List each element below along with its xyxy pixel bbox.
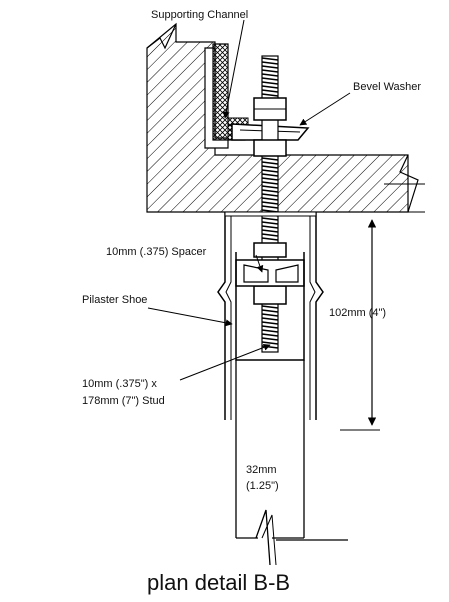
stud-thread bbox=[261, 217, 279, 221]
stud-thread bbox=[261, 205, 279, 209]
stud-thread bbox=[261, 177, 279, 181]
stud-thread bbox=[261, 57, 279, 61]
stud-thread bbox=[261, 165, 279, 169]
stud-thread bbox=[261, 93, 279, 97]
label-pilaster-shoe: Pilaster Shoe bbox=[82, 294, 147, 306]
lower-nut bbox=[253, 139, 287, 157]
label-height-dimension: 102mm (4") bbox=[329, 307, 386, 319]
stud-thread bbox=[261, 61, 279, 65]
stud-thread bbox=[261, 225, 279, 229]
stud-thread bbox=[261, 329, 279, 333]
upper-nut bbox=[253, 97, 287, 121]
bottom-nut bbox=[253, 242, 287, 305]
stud-thread bbox=[261, 341, 279, 345]
stud-thread bbox=[261, 181, 279, 185]
stud-thread bbox=[261, 73, 279, 77]
label-bevel-washer: Bevel Washer bbox=[353, 81, 421, 93]
stud-thread bbox=[261, 157, 279, 161]
stud-thread bbox=[261, 65, 279, 69]
label-width-line2: (1.25") bbox=[246, 480, 279, 492]
stud-thread bbox=[261, 89, 279, 93]
stud-thread bbox=[261, 221, 279, 225]
height-dimension bbox=[340, 211, 425, 431]
pilaster-shoe bbox=[217, 211, 324, 420]
stud-thread bbox=[261, 233, 279, 237]
stud-thread bbox=[261, 193, 279, 197]
stud-thread bbox=[261, 325, 279, 329]
stud-thread bbox=[261, 161, 279, 165]
label-supporting-channel: Supporting Channel bbox=[151, 9, 248, 21]
stud-thread bbox=[261, 305, 279, 309]
stud-thread bbox=[261, 333, 279, 337]
stud-thread bbox=[261, 237, 279, 241]
stud-thread bbox=[261, 173, 279, 177]
label-spacer: 10mm (.375) Spacer bbox=[106, 246, 207, 258]
label-stud-line2: 178mm (7") Stud bbox=[82, 395, 165, 407]
stud-thread bbox=[261, 313, 279, 317]
spacer bbox=[235, 259, 305, 287]
stud-thread bbox=[261, 321, 279, 325]
leader-lines bbox=[147, 19, 351, 381]
stud-thread bbox=[261, 69, 279, 73]
stud-thread bbox=[261, 85, 279, 89]
stud-thread bbox=[261, 337, 279, 341]
stud-thread bbox=[261, 189, 279, 193]
stud-thread bbox=[261, 169, 279, 173]
pilaster-body bbox=[235, 360, 348, 566]
diagram-title: plan detail B-B bbox=[147, 570, 290, 595]
stud-thread bbox=[261, 201, 279, 205]
stud-thread bbox=[261, 317, 279, 321]
stud-thread bbox=[261, 229, 279, 233]
stud-thread bbox=[261, 77, 279, 81]
stud-thread bbox=[261, 81, 279, 85]
label-stud-line1: 10mm (.375") x bbox=[82, 378, 157, 390]
stud-thread bbox=[261, 309, 279, 313]
label-width-line1: 32mm bbox=[246, 464, 277, 476]
stud-thread bbox=[261, 197, 279, 201]
stud-thread bbox=[261, 185, 279, 189]
